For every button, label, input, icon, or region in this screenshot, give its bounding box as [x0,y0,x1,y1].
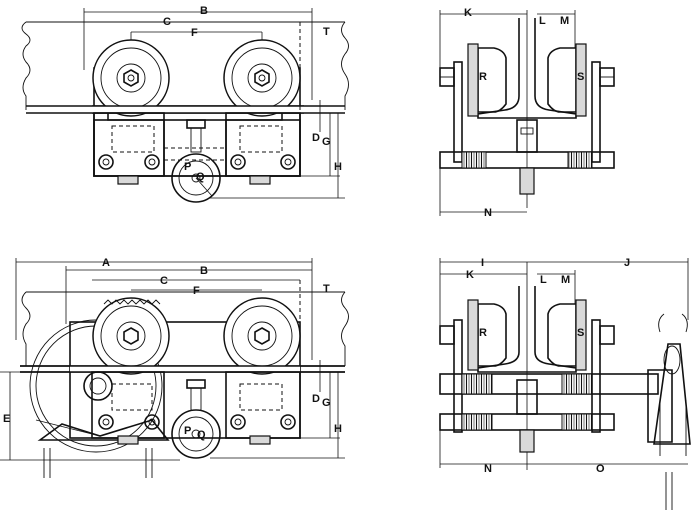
dim-label-d: D [312,132,320,144]
dim-label-n: N [484,207,492,219]
dim-label-a: A [102,257,110,269]
top-right-end-view: K L M R S N [439,7,615,219]
dim-label-n: N [484,463,492,475]
dim-label-d: D [312,393,320,405]
dim-label-s: S [577,71,584,83]
dim-label-k: K [466,269,474,281]
dim-label-e: E [3,413,10,425]
dim-label-j: J [624,257,630,269]
dim-label-g: G [322,397,331,409]
dim-label-r: R [479,71,487,83]
bottom-left-side-view: A B C F T E D G H P Q [0,257,349,478]
dim-label-t: T [323,283,330,295]
dim-label-k: K [464,7,472,19]
dim-label-q: Q [197,429,206,441]
dim-label-f: F [191,27,198,39]
dim-label-t: T [323,26,330,38]
dim-label-s: S [577,327,584,339]
dim-label-b: B [200,265,208,277]
dim-label-o: O [596,463,605,475]
dim-label-l: L [539,15,546,27]
dim-label-p: P [184,425,191,437]
dim-label-m: M [560,15,569,27]
dim-label-m: M [561,274,570,286]
dim-label-i: I [481,257,484,269]
bottom-right-end-view: I J K L M R S N O [439,257,691,510]
dim-label-p: P [184,161,191,173]
dim-label-b: B [200,5,208,17]
dim-label-h: H [334,423,342,435]
dim-label-q: Q [196,171,205,183]
dim-label-c: C [163,16,171,28]
dim-label-h: H [334,161,342,173]
dim-label-g: G [322,136,331,148]
dim-label-c: C [160,275,168,287]
dim-label-f: F [193,285,200,297]
dim-label-l: L [540,274,547,286]
dim-label-r: R [479,327,487,339]
top-left-side-view: B C F T D G H P Q [21,5,349,203]
